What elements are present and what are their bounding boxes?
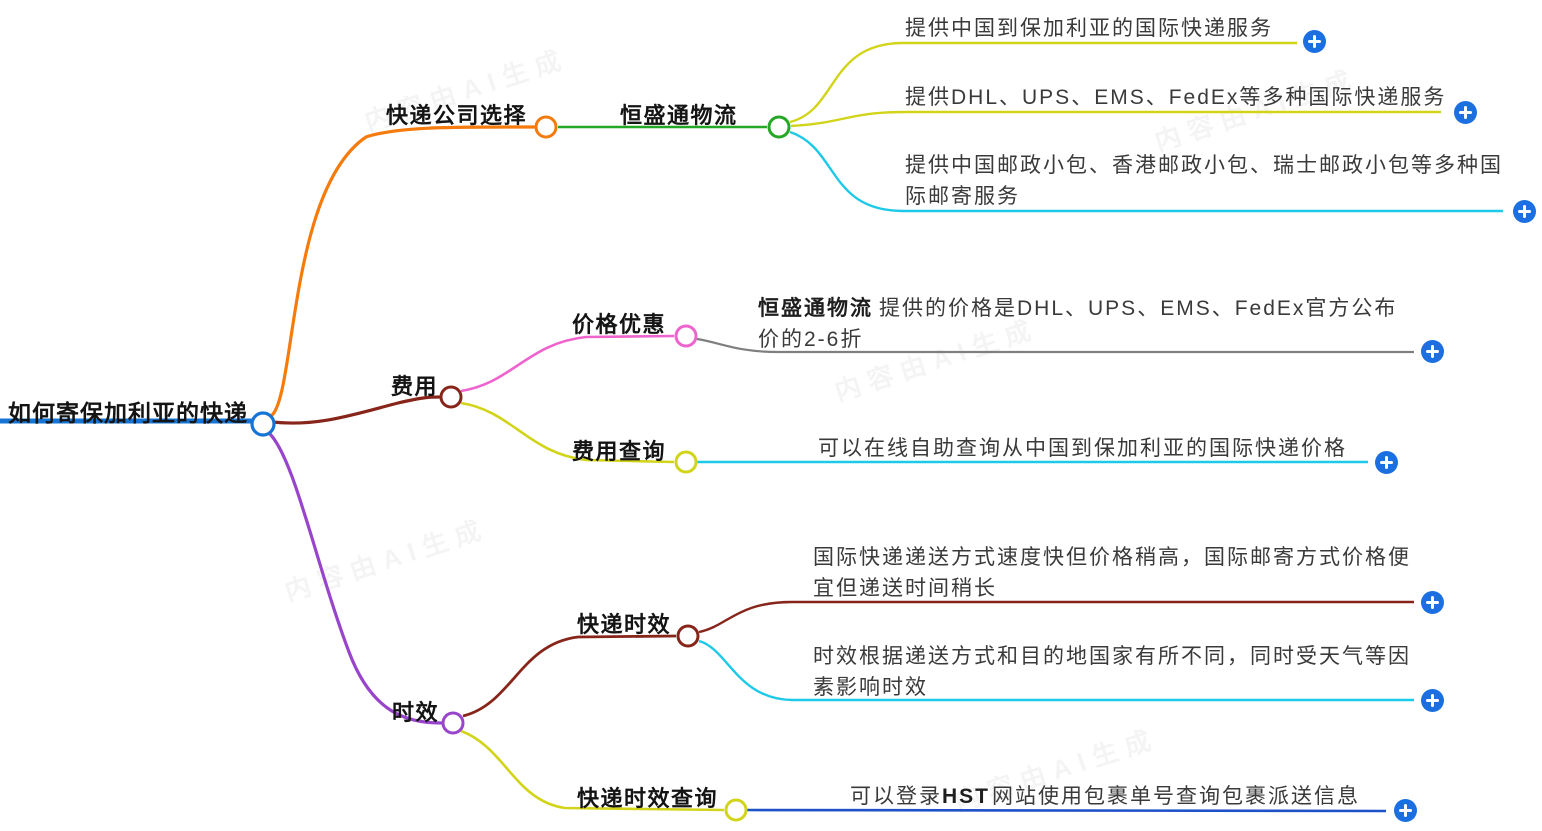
leaf-text-intl-service[interactable]: 提供中国到保加利亚的国际快递服务 xyxy=(905,17,1273,40)
node-circle-discount[interactable] xyxy=(674,324,698,348)
node-label-express-time[interactable]: 快递时效 xyxy=(577,612,672,637)
node-circle-timeliness[interactable] xyxy=(441,711,465,735)
node-label-fee-query[interactable]: 费用查询 xyxy=(572,439,667,464)
leaf-text-price-discount[interactable]: 恒盛通物流提供的价格是DHL、UPS、EMS、FedEx官方公布价的2-6折 xyxy=(758,293,1402,355)
branch-line-discount xyxy=(460,334,675,393)
leaf-line-l3 xyxy=(789,130,1503,213)
node-circle-company[interactable] xyxy=(534,115,558,139)
leaf-text-time-factors[interactable]: 时效根据递送方式和目的地国家有所不同，同时受天气等因素影响时效 xyxy=(813,645,1411,699)
node-label-fee[interactable]: 费用 xyxy=(391,374,439,399)
node-label-timeliness[interactable]: 时效 xyxy=(392,700,440,725)
node-label-time-query[interactable]: 快递时效查询 xyxy=(577,786,719,811)
leaf-line-l6 xyxy=(698,600,1414,634)
leaf-line-l7 xyxy=(698,639,1414,702)
node-circle-fee-query[interactable] xyxy=(674,450,698,474)
branch-line-time-query xyxy=(460,729,725,812)
leaf-text-price-discount-brand: 恒盛通物流 xyxy=(758,297,873,320)
node-circle-hst[interactable] xyxy=(767,115,791,139)
leaf-text-carriers[interactable]: 提供DHL、UPS、EMS、FedEx等多种国际快递服务 xyxy=(905,86,1447,109)
leaf-text-tracking-pre: 可以登录 xyxy=(850,785,942,808)
leaf-text-speed-vs-price[interactable]: 国际快递递送方式速度快但价格稍高，国际邮寄方式价格便宜但递送时间稍长 xyxy=(813,546,1411,600)
leaf-text-postal-packets[interactable]: 提供中国邮政小包、香港邮政小包、瑞士邮政小包等多种国际邮寄服务 xyxy=(905,154,1503,208)
add-child-button[interactable] xyxy=(1513,200,1536,223)
leaf-text-tracking-site: HST xyxy=(942,785,990,808)
branch-line-company xyxy=(269,125,536,418)
leaf-text-online-query[interactable]: 可以在线自助查询从中国到保加利亚的国际快递价格 xyxy=(818,437,1347,460)
add-child-button[interactable] xyxy=(1303,30,1326,53)
node-circle-time-query[interactable] xyxy=(724,798,748,822)
node-circle-fee[interactable] xyxy=(439,385,463,409)
node-label-company[interactable]: 快递公司选择 xyxy=(386,103,528,128)
add-child-button[interactable] xyxy=(1421,591,1444,614)
add-child-button[interactable] xyxy=(1454,101,1477,124)
add-child-button[interactable] xyxy=(1421,340,1444,363)
leaf-text-tracking[interactable]: 可以登录HST网站使用包裹单号查询包裹派送信息 xyxy=(850,781,1360,812)
add-child-button[interactable] xyxy=(1394,799,1417,822)
node-label-discount[interactable]: 价格优惠 xyxy=(572,312,667,337)
leaf-line-l1 xyxy=(789,41,1297,124)
branch-line-fee-query xyxy=(460,401,675,464)
branch-line-timeliness xyxy=(266,430,443,725)
branch-line-fee xyxy=(270,395,441,425)
leaf-line-l8 xyxy=(746,808,1387,813)
root-node-label[interactable]: 如何寄保加利亚的快递 xyxy=(8,400,248,426)
add-child-button[interactable] xyxy=(1375,451,1398,474)
leaf-text-tracking-post: 网站使用包裹单号查询包裹派送信息 xyxy=(992,785,1360,808)
add-child-button[interactable] xyxy=(1421,689,1444,712)
node-circle-express-time[interactable] xyxy=(676,624,700,648)
leaf-line-l4 xyxy=(696,337,1414,354)
node-label-hst[interactable]: 恒盛通物流 xyxy=(620,103,738,128)
node-circle-root[interactable] xyxy=(250,411,276,437)
leaf-text-price-discount-rest: 提供的价格是DHL、UPS、EMS、FedEx官方公布价的2-6折 xyxy=(758,297,1398,351)
leaf-line-l2 xyxy=(790,110,1441,128)
branch-line-express-time xyxy=(462,634,677,718)
